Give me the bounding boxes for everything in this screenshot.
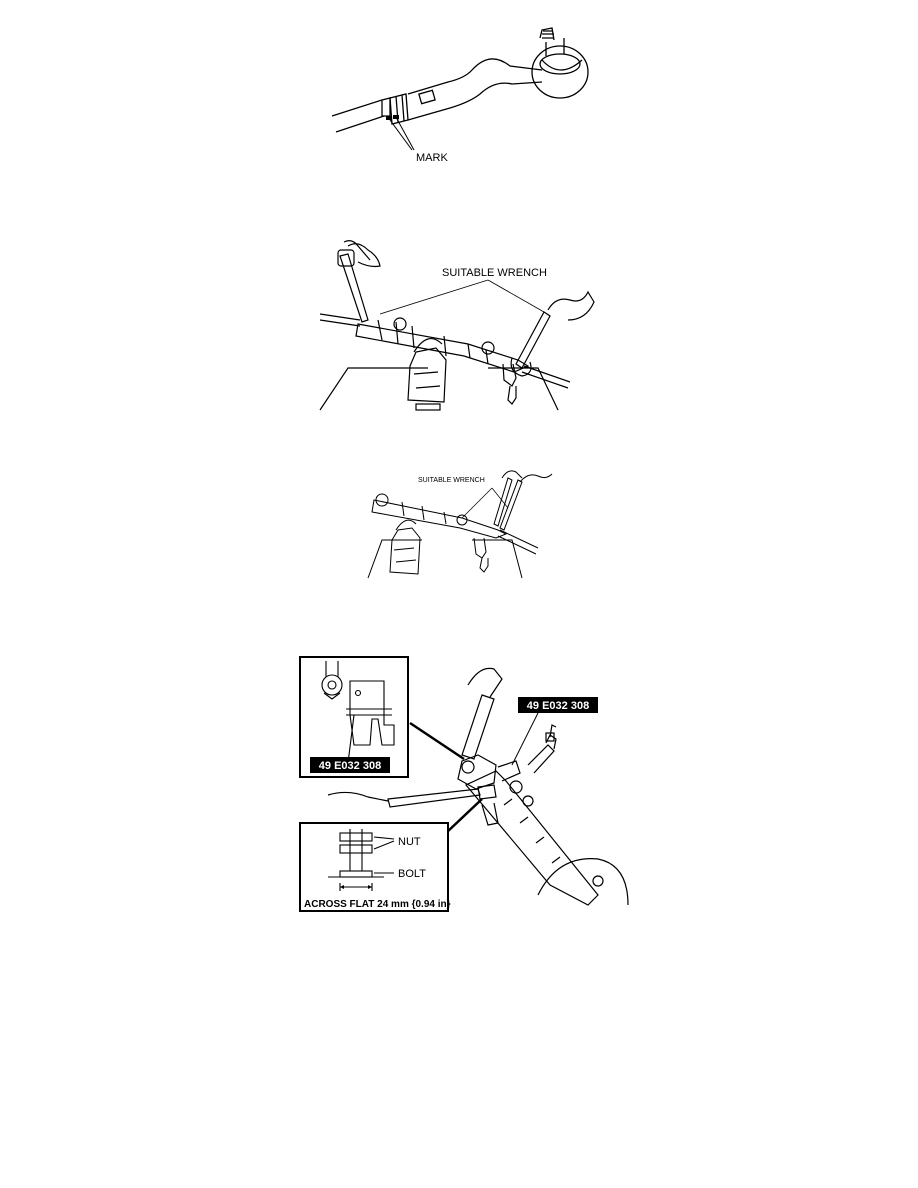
tool-number-main: 49 E032 308 xyxy=(527,700,589,712)
figure-tie-rod-mark: MARK xyxy=(331,27,589,164)
tool-number-inset: 49 E032 308 xyxy=(319,760,381,772)
figure-steering-gear-wrench-small: SUITABLE WRENCH xyxy=(367,470,553,579)
suitable-wrench-label: SUITABLE WRENCH xyxy=(442,267,547,279)
inset-nut-bolt: NUT BOLT ACROSS FLAT 24 mm {0.94 in} xyxy=(299,822,451,912)
inset-sst-detail: 49 E032 308 xyxy=(299,656,409,778)
bolt-label: BOLT xyxy=(398,868,426,880)
suitable-wrench-label-small: SUITABLE WRENCH xyxy=(418,477,485,484)
figure-steering-gear-two-wrenches: SUITABLE WRENCH xyxy=(319,240,595,411)
mark-label: MARK xyxy=(416,152,448,164)
across-flat-label: ACROSS FLAT 24 mm {0.94 in} xyxy=(304,899,451,910)
nut-label: NUT xyxy=(398,836,421,848)
figure-sst-installation: 49 E032 308 NUT BOLT ACROSS FLAT 24 mm {… xyxy=(299,656,629,912)
tool-tag-main xyxy=(518,697,598,713)
